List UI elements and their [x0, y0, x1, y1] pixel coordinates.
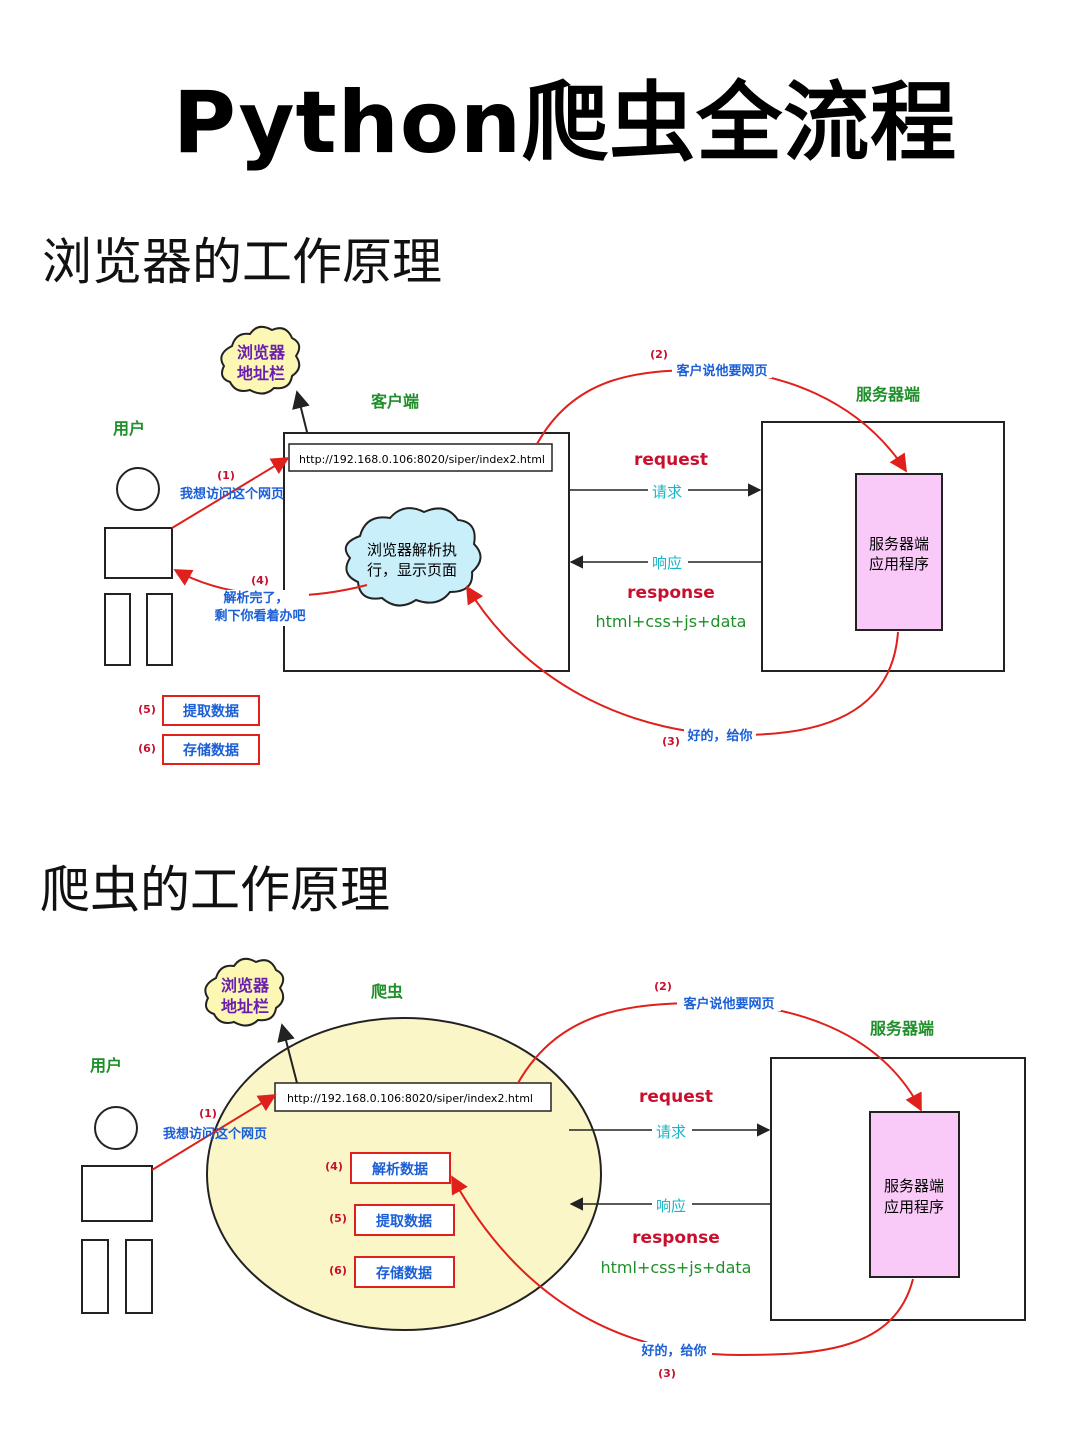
extract-data-box	[162, 695, 260, 726]
step4-number-2: (4)	[325, 1160, 343, 1173]
step4-text-line2: 剩下你看着办吧	[214, 608, 305, 624]
response-cn-label: 响应	[652, 554, 682, 572]
request-label-2: request	[639, 1087, 713, 1107]
step5-number-2: (5)	[329, 1212, 347, 1225]
browser-diagram: 浏览器 地址栏 用户 客户端 服务器端 http://192.168.0.106…	[104, 325, 1005, 765]
request-label: request	[634, 450, 708, 470]
section-heading-crawler: 爬虫的工作原理	[40, 861, 390, 919]
step4-number: (4)	[251, 574, 269, 587]
cloud-label-line2: 行，显示页面	[367, 561, 457, 579]
address-bar-bubble-2	[204, 957, 285, 1027]
step6-text-2: 存储数据	[376, 1265, 432, 1282]
user-figure-2	[81, 1106, 153, 1314]
response-label: response	[627, 583, 715, 603]
client-label: 客户端	[371, 392, 419, 411]
server-app-line1: 服务器端	[869, 535, 929, 553]
store-data-box	[162, 734, 260, 765]
cloud-label-line1: 浏览器解析执	[367, 541, 457, 559]
response-label-2: response	[632, 1228, 720, 1248]
server-app2-line2: 应用程序	[884, 1198, 944, 1216]
bubble-label-line2: 地址栏	[237, 364, 285, 383]
store-data-box-2	[354, 1256, 455, 1288]
step4-text-2: 解析数据	[372, 1161, 428, 1178]
step5-text: 提取数据	[183, 703, 239, 720]
url-text-2: http://192.168.0.106:8020/siper/index2.h…	[287, 1092, 533, 1105]
step1-arrow	[171, 457, 290, 529]
user-figure	[104, 467, 173, 666]
request-cn-label: 请求	[652, 483, 682, 501]
step1-number: (1)	[217, 469, 235, 482]
step3-text: 好的，给你	[686, 728, 752, 744]
step4-text-line1: 解析完了，	[222, 590, 288, 606]
parse-data-box	[350, 1152, 451, 1184]
url-to-bubble-arrow-2	[277, 1023, 298, 1084]
crawler-label: 爬虫	[370, 982, 403, 1001]
crawler-diagram: 浏览器 地址栏 用户 爬虫 服务器端 http://192.168.0.106:…	[81, 957, 1026, 1380]
page-title: Python爬虫全流程	[172, 73, 958, 173]
section-heading-browser: 浏览器的工作原理	[42, 233, 442, 291]
request-cn-label-2: 请求	[656, 1123, 686, 1141]
payload-label: html+css+js+data	[596, 612, 747, 631]
step2-number: (2)	[650, 348, 668, 361]
step3-arrow-2	[451, 1175, 914, 1357]
payload-label-2: html+css+js+data	[601, 1258, 752, 1277]
server-app-box	[855, 473, 943, 631]
server-label: 服务器端	[856, 385, 920, 404]
step2-text-2: 客户说他要网页	[683, 996, 774, 1012]
step2-text: 客户说他要网页	[676, 363, 767, 379]
url-text: http://192.168.0.106:8020/siper/index2.h…	[299, 453, 545, 466]
step5-text-2: 提取数据	[376, 1213, 432, 1230]
step5-number: (5)	[138, 703, 156, 716]
bubble2-label-line2: 地址栏	[221, 997, 269, 1016]
step6-number-2: (6)	[329, 1264, 347, 1277]
step1-arrow-2	[151, 1094, 277, 1171]
response-cn-label-2: 响应	[656, 1197, 686, 1215]
step3-number-2: (3)	[658, 1367, 676, 1380]
bubble2-label-line1: 浏览器	[221, 976, 270, 995]
server-label-2: 服务器端	[870, 1019, 934, 1038]
bubble-label-line1: 浏览器	[237, 343, 286, 362]
step1-number-2: (1)	[199, 1107, 217, 1120]
step1-text: 我想访问这个网页	[180, 486, 284, 502]
server-app-line2: 应用程序	[869, 555, 929, 573]
step6-text: 存储数据	[183, 742, 239, 759]
step6-number: (6)	[138, 742, 156, 755]
extract-data-box-2	[354, 1204, 455, 1236]
step3-number: (3)	[662, 735, 680, 748]
address-bar-bubble	[220, 325, 301, 395]
user-label-2: 用户	[90, 1056, 122, 1075]
user-label: 用户	[113, 419, 145, 438]
server-app-box-2	[869, 1111, 960, 1278]
server-app2-line1: 服务器端	[884, 1177, 944, 1195]
step2-number-2: (2)	[654, 980, 672, 993]
step3-text-2: 好的，给你	[640, 1343, 706, 1359]
step1-text-2: 我想访问这个网页	[163, 1126, 267, 1142]
url-bar-2[interactable]	[274, 1082, 552, 1112]
